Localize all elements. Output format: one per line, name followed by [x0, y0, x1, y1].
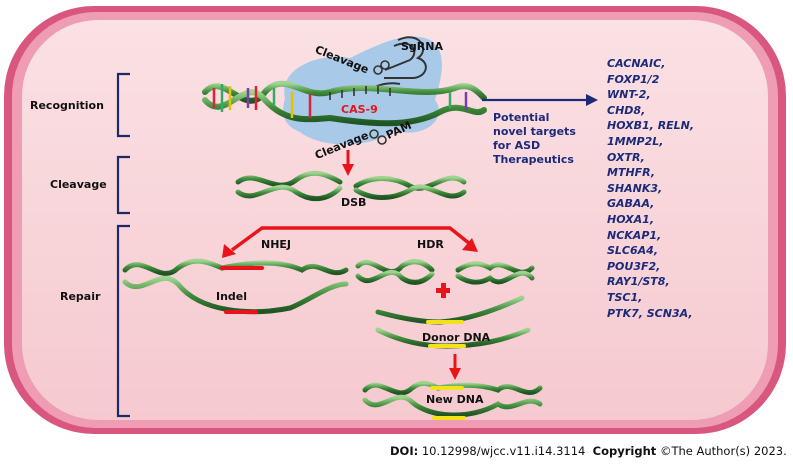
dsb-label: DSB: [341, 196, 367, 209]
gene-target: SHANK3,: [607, 181, 663, 195]
copyright-label: Copyright: [592, 444, 657, 458]
stage-brackets: [116, 72, 130, 418]
dna-dsb: [235, 170, 467, 202]
new-dna-label: New DNA: [426, 393, 484, 406]
sgrna-label: SgRNA: [401, 40, 443, 53]
arrow-donor-to-new: [449, 354, 461, 380]
gene-target: RAY1/ST8,: [607, 275, 670, 289]
gene-target: TSC1,: [607, 290, 643, 304]
targets-heading: Potential novel targets for ASD Therapeu…: [493, 111, 576, 166]
gene-target: WNT-2,: [607, 88, 651, 102]
gene-target: CHD8,: [607, 103, 646, 117]
gene-target-list: CACNAIC, FOXP1/2 WNT-2, CHD8, HOXB1, REL…: [607, 56, 727, 321]
stage-label-recognition: Recognition: [30, 99, 104, 112]
gene-target: GABAA,: [607, 197, 655, 211]
stage-label-cleavage: Cleavage: [50, 178, 107, 191]
dna-recognition: [202, 80, 487, 127]
gene-target: MTHFR,: [607, 166, 656, 180]
arrow-hdr-head: [462, 238, 478, 252]
indel-label: Indel: [216, 290, 248, 303]
donor-dna-label: Donor DNA: [422, 331, 491, 344]
bracket-repair: [116, 224, 130, 418]
stage-label-repair: Repair: [60, 290, 101, 303]
dna-hdr-broken: [355, 259, 535, 285]
footer-citation: DOI: 10.12998/wjcc.v11.i14.3114 Copyrigh…: [390, 444, 787, 458]
gene-target: OXTR,: [607, 150, 645, 164]
cell-membrane: [4, 6, 786, 434]
gene-target: HOXA1,: [607, 212, 654, 226]
arrow-to-targets: [482, 94, 598, 106]
scissors-icon: [369, 60, 390, 145]
gene-target: PTK7, SCN3A,: [607, 306, 693, 320]
nhej-label: NHEJ: [261, 238, 292, 251]
bracket-recognition: [116, 72, 130, 138]
doi-label: DOI:: [390, 444, 419, 458]
gene-target: POU3F2,: [607, 259, 661, 273]
plus-icon: [436, 283, 450, 298]
arrow-nhej-head: [222, 244, 236, 258]
gene-target: HOXB1, RELN,: [607, 119, 695, 133]
arrow-split: [230, 226, 472, 252]
gene-target: NCKAP1,: [607, 228, 662, 242]
gene-target: FOXP1/2: [607, 72, 660, 86]
dna-indel: [122, 258, 349, 315]
gene-target: CACNAIC,: [607, 57, 666, 70]
hdr-label: HDR: [417, 238, 444, 251]
gene-target: 1MMP2L,: [607, 134, 664, 148]
gene-target: SLC6A4,: [607, 244, 659, 258]
dna-new: [362, 380, 543, 420]
copyright-value: ©The Author(s) 2023.: [659, 444, 787, 458]
arrow-recognition-to-cleavage: [342, 150, 354, 176]
bracket-cleavage: [116, 155, 130, 215]
dna-donor: [375, 295, 531, 349]
cas9-label: CAS-9: [341, 103, 378, 116]
doi-value: 10.12998/wjcc.v11.i14.3114: [421, 444, 586, 458]
